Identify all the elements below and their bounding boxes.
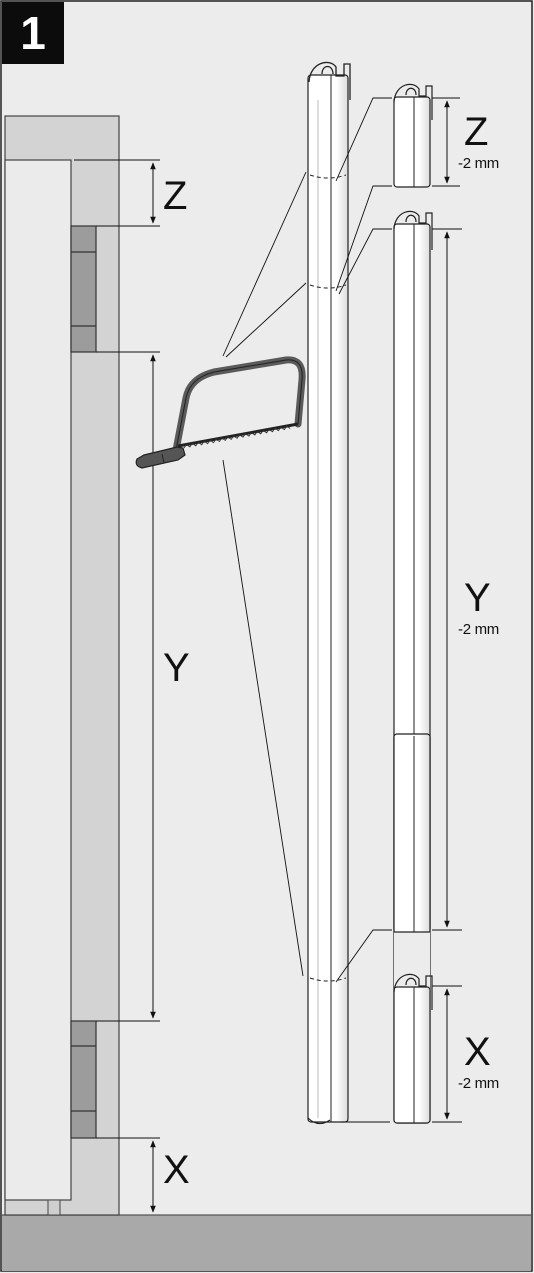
- cut-label-x: X: [464, 1030, 491, 1074]
- frame-dimension-z: [74, 159, 160, 227]
- upper-hinge: [70, 225, 97, 353]
- rail-piece-z: [393, 83, 433, 188]
- cut-dimension-y: [432, 228, 462, 931]
- cut-offset-z: -2 mm: [458, 155, 499, 172]
- cut-offset-x: -2 mm: [458, 1075, 499, 1092]
- frame-label-y: Y: [163, 646, 190, 690]
- frame-dimension-x: [96, 1137, 160, 1213]
- hacksaw-icon: [135, 356, 306, 469]
- frame-label-x: X: [163, 1148, 190, 1192]
- cut-dimension-x: [341, 985, 462, 1123]
- cut-offset-y: -2 mm: [458, 621, 499, 638]
- cut-label-z: Z: [464, 110, 489, 154]
- step-number-badge: 1: [2, 2, 64, 64]
- door-foot: [47, 1199, 61, 1216]
- floor: [2, 1215, 531, 1271]
- rail-piece-y-lower-end: [393, 736, 431, 933]
- frame-label-z: Z: [163, 174, 188, 218]
- full-profile-rail: [307, 61, 351, 1125]
- cut-connector-lines: [335, 97, 392, 983]
- cut-label-y: Y: [464, 576, 491, 620]
- cut-dimension-z: [432, 97, 460, 187]
- lower-hinge: [70, 1020, 97, 1139]
- door-leaf: [4, 159, 72, 1201]
- saw-leader-lines: [222, 171, 307, 977]
